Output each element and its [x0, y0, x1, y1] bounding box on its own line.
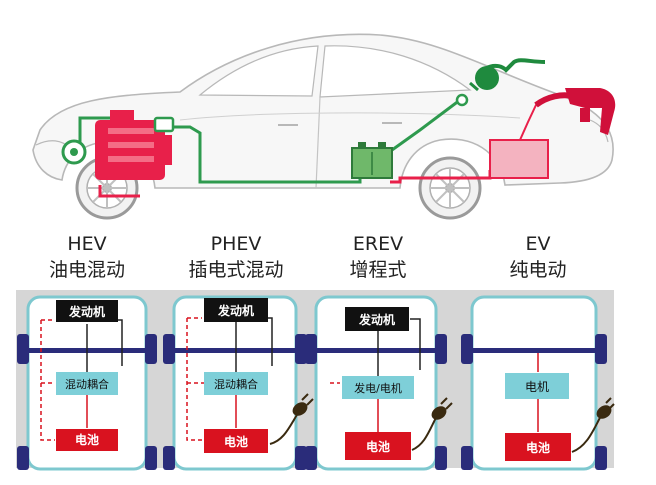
ev-plug-icon: [571, 397, 615, 453]
charge-port-icon: [455, 93, 469, 107]
erev-plug-icon: [411, 397, 453, 451]
ev-battery-box: [505, 433, 571, 461]
phev-wheel-fl: [163, 334, 175, 364]
hev-unit-label: 混动耦合: [65, 377, 109, 391]
hev-name: 油电混动: [49, 259, 125, 281]
fuel-tank-icon: [489, 97, 549, 179]
erev-wheel-rr: [435, 446, 447, 470]
phev-engine-box: [204, 298, 268, 322]
ev-axle: [472, 348, 596, 353]
electric-line: [78, 98, 461, 184]
phev-chassis: 发动机 混动耦合 电池: [163, 295, 314, 471]
hev-wheel-rr: [145, 446, 157, 470]
phev-unit-box: [204, 372, 268, 395]
hev-wheel-fl: [17, 334, 29, 364]
column-titles: HEV 油电混动 PHEV 插电式混动 EREV 增程式 EV 纯电动: [49, 233, 567, 281]
ev-wheel-fl: [461, 334, 473, 364]
hev-battery-label: 电池: [75, 432, 99, 447]
battery-line: [98, 185, 140, 198]
erev-engine-label: 发动机: [358, 312, 395, 327]
erev-engine-box: [345, 307, 409, 331]
phev-engine-label: 发动机: [217, 303, 254, 318]
hev-engine-box: [56, 300, 118, 322]
fuel-nozzle-icon: [534, 88, 616, 135]
phev-name: 插电式混动: [188, 259, 283, 281]
ev-name: 纯电动: [509, 259, 566, 281]
phev-battery-label: 电池: [224, 434, 248, 449]
erev-unit-label: 发电/电机: [354, 381, 402, 395]
erev-battery-label: 电池: [366, 439, 390, 454]
front-motor-icon: [61, 139, 87, 165]
car-illustration: [32, 33, 616, 220]
ev-wheel-rl: [461, 446, 473, 470]
ev-motor-box: [505, 373, 569, 399]
phev-wheel-fr: [295, 334, 307, 364]
ev-motor-label: 电机: [525, 380, 549, 394]
hev-wheel-fr: [145, 334, 157, 364]
erev-unit-box: [342, 376, 414, 399]
erev-wheel-fl: [305, 334, 317, 364]
phev-code: PHEV: [211, 233, 262, 255]
erev-chassis: 发动机 发电/电机 电池: [305, 295, 453, 471]
erev-wheel-fr: [435, 334, 447, 364]
erev-battery-box: [345, 432, 411, 460]
phev-battery-box: [204, 429, 268, 453]
ev-wheel-rr: [595, 446, 607, 470]
battery-pack-icon: [351, 142, 393, 179]
engine-icon: [95, 110, 175, 180]
hev-wheel-rl: [17, 446, 29, 470]
erev-name: 增程式: [349, 259, 406, 281]
phev-axle: [174, 348, 296, 353]
erev-wheel-rl: [305, 446, 317, 470]
rear-wheel: [418, 156, 482, 220]
plug-icon: [469, 58, 546, 92]
hev-unit-box: [56, 372, 118, 395]
hev-chassis: 发动机 混动耦合 电池: [17, 295, 157, 471]
phev-wheel-rr: [295, 446, 307, 470]
ev-battery-label: 电池: [526, 440, 550, 455]
erev-code: EREV: [353, 233, 403, 255]
phev-plug-icon: [269, 393, 314, 445]
hev-code: HEV: [67, 233, 106, 255]
ev-code: EV: [525, 233, 550, 255]
erev-axle: [316, 348, 436, 353]
hev-engine-label: 发动机: [68, 304, 105, 319]
powertrain-panel: 发动机 混动耦合 电池 发动机 混动耦合 电池: [16, 290, 615, 471]
phev-unit-label: 混动耦合: [214, 377, 258, 391]
car-rear-window: [319, 45, 472, 98]
hev-battery-box: [56, 429, 118, 451]
ev-wheel-fr: [595, 334, 607, 364]
phev-wheel-rl: [163, 446, 175, 470]
ev-chassis: 电机 电池: [461, 295, 615, 471]
car-front-window: [198, 45, 319, 97]
